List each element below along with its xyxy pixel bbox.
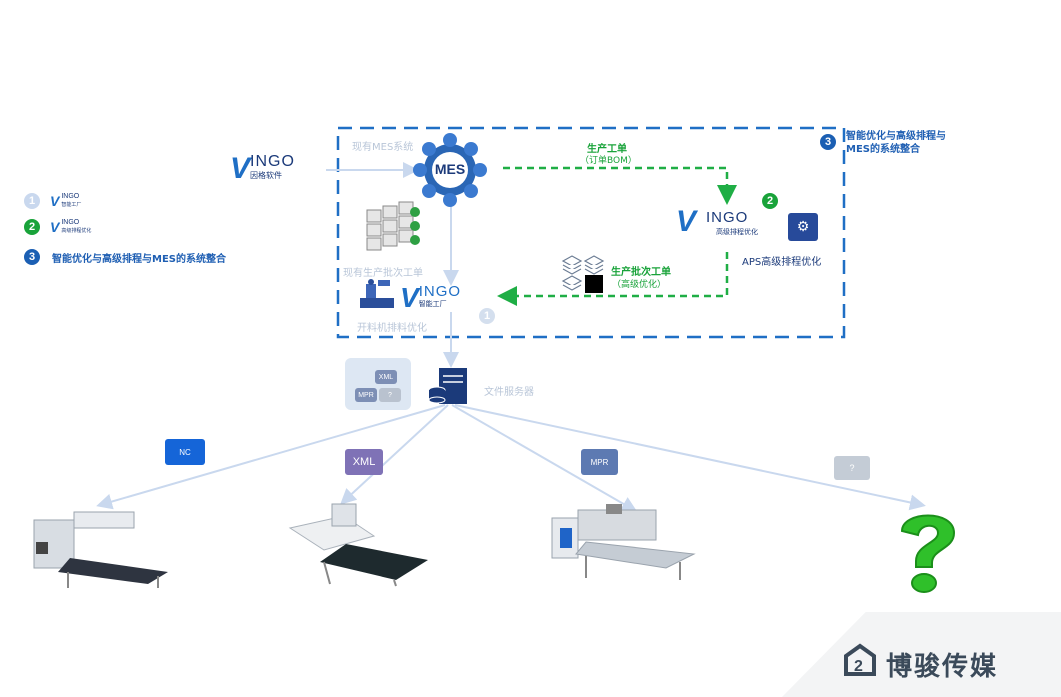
ingo-logo-icon: V (50, 219, 60, 235)
factory-sub: 智能工厂 (418, 300, 447, 308)
ingo-logo-icon: V (50, 193, 60, 209)
legend-item-2: 2 V INGO 高级排程优化 (24, 219, 91, 235)
nc-folder-icon: NC (165, 439, 205, 465)
watermark-text: 博骏传媒 (886, 652, 999, 682)
integration-boundary (336, 126, 846, 339)
server-icon (427, 368, 469, 406)
cnc-robot-icon (358, 278, 396, 310)
work-order-sub: （订单BOM） (580, 156, 637, 166)
aps-label: APS高级排程优化 (742, 257, 822, 268)
aps-block: 2 V INGO 高级排程优化 ⚙ APS高级排程优化 (676, 193, 836, 273)
legend-item-1: 1 V INGO 智能工厂 (24, 193, 81, 209)
folder-mpr-icon: MPR (355, 388, 377, 402)
batch-order-label: 生产批次工单 (611, 267, 671, 278)
nc-machine-image (28, 502, 174, 590)
question-mark-icon (888, 505, 968, 595)
integration-title-text: 智能优化与高级排程与MES的系统整合 (846, 131, 946, 155)
folder-group: XML MPR ? (345, 358, 411, 410)
ingo-software-logo: V INGO 因格软件 (230, 152, 295, 186)
number-badge-1: 1 (479, 308, 495, 324)
mes-gear-icon (413, 133, 487, 207)
legend-sub: 智能工厂 (61, 202, 82, 208)
arrow-mes-to-aps (503, 166, 737, 205)
legend-item-3: 3 智能优化与高级排程与MES的系统整合 (24, 249, 226, 265)
integration-title: 3 智能优化与高级排程与MES的系统整合 (820, 130, 960, 156)
legend: 1 V INGO 智能工厂 2 V INGO 高级排程优化 3 智能优化与高级排… (24, 193, 284, 273)
ingo-logo-icon: V (230, 152, 251, 185)
number-badge-3: 3 (820, 134, 836, 150)
xml-folder-icon: XML (345, 449, 383, 475)
number-badge: 1 (24, 193, 40, 209)
existing-batch-label: 现有生产批次工单 (343, 268, 423, 279)
batch-order-sub: （高级优化） (612, 280, 667, 290)
ingo-logo-icon: V (676, 205, 697, 238)
mes-gear: MES (410, 132, 490, 208)
aps-brand: INGO (706, 209, 749, 226)
ingo-brand: INGO (250, 153, 295, 170)
number-badge: 2 (24, 219, 40, 235)
layers-icon (560, 253, 606, 295)
arrow-server-to-mpr (451, 404, 638, 512)
arrow-aps-to-factory (497, 252, 729, 306)
aps-sub: 高级排程优化 (716, 228, 758, 236)
legend-brand: INGO (61, 193, 80, 200)
existing-mes-label: 现有MES系统 (352, 142, 414, 153)
factory-logo: V INGO 智能工厂 (400, 282, 461, 314)
svg-text:2: 2 (854, 658, 863, 675)
arrow-server-to-nc (96, 404, 446, 510)
arrow-server-to-unknown (454, 404, 926, 511)
mpr-folder-icon: MPR (581, 449, 618, 475)
mes-label: MES (434, 161, 466, 177)
unknown-folder-icon: ? (834, 456, 870, 480)
legend-text: 智能优化与高级排程与MES的系统整合 (52, 253, 226, 265)
mpr-machine-image (546, 502, 696, 582)
folder-question-icon: ? (379, 388, 401, 402)
watermark-logo-icon: 2 (842, 642, 878, 678)
factory-label: 开料机排料优化 (357, 323, 427, 334)
folder-xml-icon: XML (375, 370, 397, 384)
work-order-label: 生产工单 (587, 144, 627, 155)
ingo-logo-icon: V (400, 282, 419, 313)
arrow-server-to-xml (340, 404, 449, 505)
ingo-sub: 因格软件 (250, 171, 283, 180)
file-server-label: 文件服务器 (484, 387, 534, 398)
legend-brand: INGO (61, 219, 80, 226)
number-badge-2: 2 (762, 193, 778, 209)
number-badge: 3 (24, 249, 40, 265)
xml-machine-image (284, 498, 430, 588)
gear-board-icon: ⚙ (788, 213, 818, 241)
factory-brand: INGO (418, 283, 462, 300)
document-stack-icon (365, 200, 435, 255)
legend-sub: 高级排程优化 (61, 228, 92, 234)
